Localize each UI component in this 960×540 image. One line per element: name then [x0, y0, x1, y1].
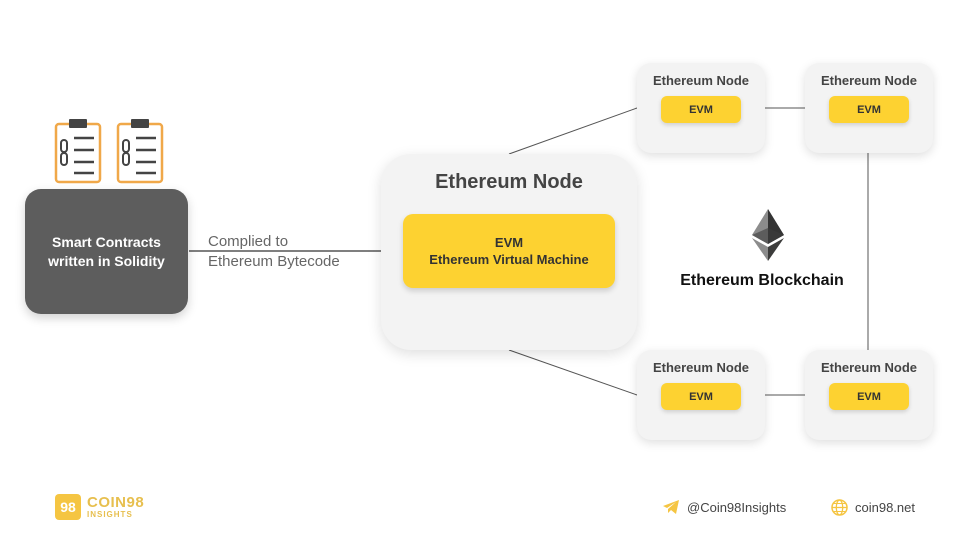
- ethereum-node-bottom-right: Ethereum Node EVM: [805, 350, 933, 440]
- compile-label: Complied to Ethereum Bytecode: [208, 232, 340, 272]
- telegram-handle: @Coin98Insights: [687, 499, 787, 515]
- node-evm: EVM: [661, 96, 741, 123]
- ethereum-icon: [752, 209, 784, 261]
- node-title: Ethereum Node: [820, 73, 918, 88]
- ethereum-node-top-left: Ethereum Node EVM: [637, 63, 765, 153]
- blockchain-label: Ethereum Blockchain: [680, 272, 844, 289]
- node-evm: EVM: [829, 383, 909, 410]
- website-url: coin98.net: [855, 500, 915, 515]
- clipboard-chain-icon: [54, 119, 102, 184]
- brand-badge: 98: [55, 494, 81, 520]
- website-link[interactable]: coin98.net: [831, 499, 915, 516]
- main-ethereum-node: Ethereum Node EVM Ethereum Virtual Machi…: [381, 154, 637, 350]
- node-title: Ethereum Node: [820, 360, 918, 375]
- coin98-logo: 98 COIN98 INSIGHTS: [55, 494, 144, 520]
- brand-name: COIN98: [87, 493, 145, 511]
- node-title: Ethereum Node: [652, 360, 750, 375]
- link-main-bottom: [508, 349, 638, 396]
- contracts-line-1: Smart Contracts: [52, 233, 161, 250]
- compile-line-2: Ethereum Bytecode: [208, 253, 340, 270]
- compile-line-1: Complied to: [208, 233, 289, 250]
- clipboard-chain-icon: [116, 119, 164, 184]
- telegram-link[interactable]: @Coin98Insights: [662, 499, 786, 515]
- node-evm: EVM: [829, 96, 909, 123]
- ethereum-node-top-right: Ethereum Node EVM: [805, 63, 933, 153]
- ethereum-node-bottom-left: Ethereum Node EVM: [637, 350, 765, 440]
- main-evm-full-name: Ethereum Virtual Machine: [429, 252, 589, 267]
- smart-contracts-box: Smart Contracts written in Solidity: [25, 189, 188, 314]
- node-title: Ethereum Node: [652, 73, 750, 88]
- telegram-icon: [663, 500, 679, 514]
- main-node-title: Ethereum Node: [435, 171, 583, 193]
- link-main-top: [508, 107, 638, 155]
- main-evm-label: EVM: [494, 235, 524, 250]
- node-evm: EVM: [661, 383, 741, 410]
- brand-sub: INSIGHTS: [87, 509, 133, 519]
- globe-icon: [831, 499, 848, 516]
- main-evm-box: EVM Ethereum Virtual Machine: [403, 214, 615, 288]
- contracts-line-2: written in Solidity: [48, 252, 165, 269]
